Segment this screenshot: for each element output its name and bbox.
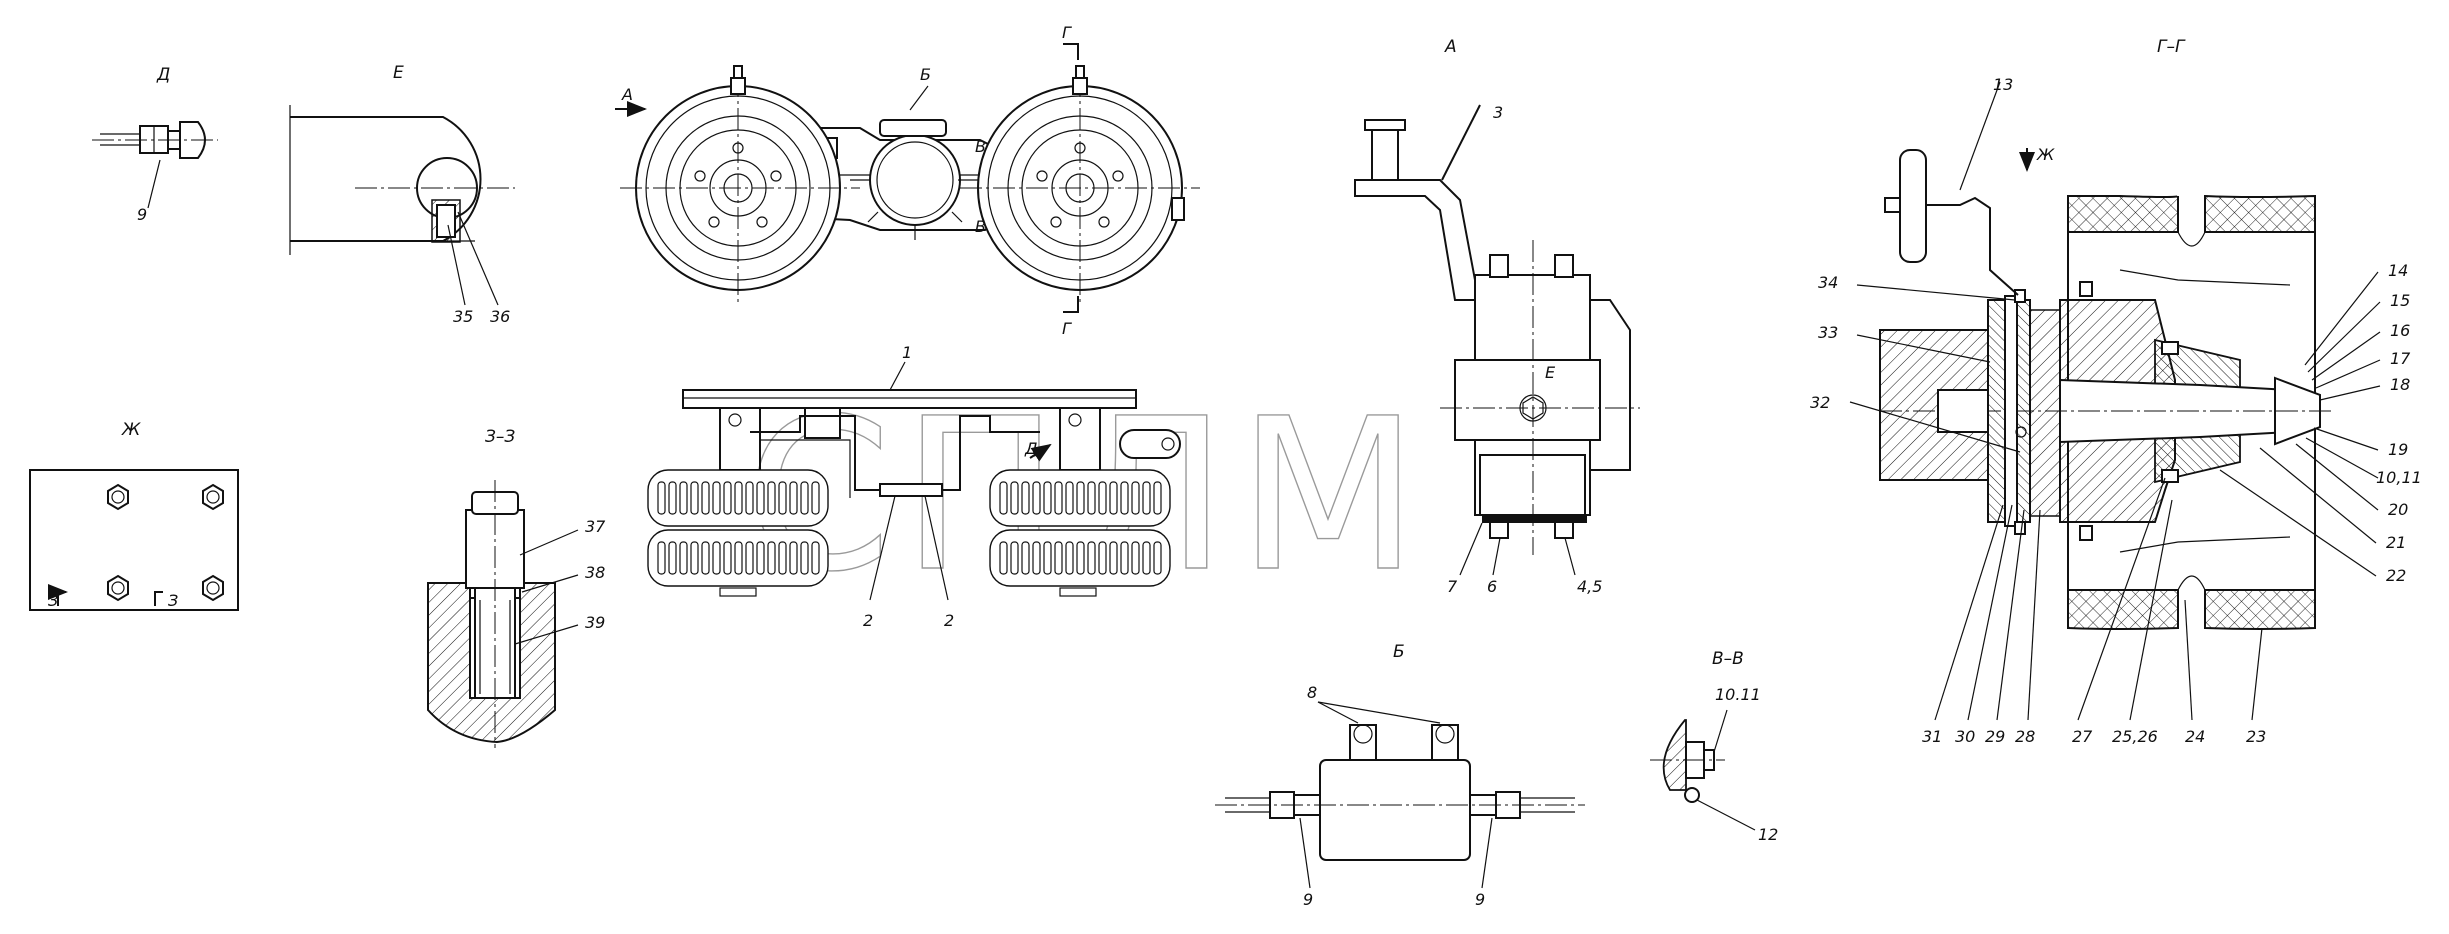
bolt-head-2: [202, 483, 224, 511]
view-e-title: Е: [393, 63, 404, 83]
view-vv-title: В–В: [1712, 649, 1744, 669]
view-zh-title: Ж: [121, 420, 141, 440]
part-label-32: 32: [1810, 393, 1830, 412]
part-label-39: 39: [585, 613, 605, 632]
part-label-33: 33: [1818, 323, 1838, 342]
part-label-24: 24: [2185, 727, 2205, 746]
part-label-25-26: 25,26: [2112, 727, 2158, 746]
front-view-tyre: [647, 469, 829, 527]
callout-b-label: Б: [920, 65, 931, 84]
callout-e-label: Е: [1545, 363, 1556, 382]
bolt-head-4: [202, 574, 224, 602]
front-view-axle-stub: [1059, 587, 1097, 597]
section-v-top-label: В: [975, 137, 986, 156]
view-arrow-zh-label: Ж: [2036, 145, 2055, 164]
front-view-wheels: [647, 469, 1171, 597]
part-label-10-11-section-gg: 10,11: [2376, 468, 2422, 487]
part-label-15: 15: [2390, 291, 2410, 310]
view-zh-bolt-plate: Ж З З: [29, 420, 239, 611]
section-g-bottom-label: Г: [1062, 319, 1072, 338]
part-label-28: 28: [2015, 727, 2035, 746]
part-label-36: 36: [490, 307, 510, 326]
part-label-18: 18: [2390, 375, 2410, 394]
view-b-valve-block: Б 8 9 9: [1215, 642, 1585, 909]
part-label-27: 27: [2072, 727, 2093, 746]
section-marker-z-left: З: [48, 591, 58, 610]
view-a-bracket: А 3 Е 7 6 4,5: [1354, 37, 1640, 596]
bolt-head-3: [107, 574, 129, 602]
section-marker-z-right: З: [168, 591, 178, 610]
front-view-axle-stub: [719, 587, 757, 597]
view-z3-section: З–З 37 38 39: [427, 427, 606, 748]
part-label-12: 12: [1758, 825, 1778, 844]
part-label-30: 30: [1955, 727, 1975, 746]
view-a-title: А: [1444, 37, 1457, 57]
view-z3-title: З–З: [485, 427, 515, 447]
part-label-23: 23: [2246, 727, 2266, 746]
part-label-34: 34: [1818, 273, 1838, 292]
part-label-9-left: 9: [1303, 890, 1313, 909]
view-d-title: Д: [156, 65, 170, 85]
front-view-tyre: [647, 529, 829, 587]
part-label-37: 37: [585, 517, 606, 536]
part-label-2-right: 2: [944, 611, 954, 630]
part-label-9-view-d: 9: [137, 205, 147, 224]
view-e-detail: Е 35 36: [289, 63, 515, 326]
section-gg-title: Г–Г: [2157, 37, 2186, 57]
section-g-top-label: Г: [1062, 23, 1072, 42]
part-label-9-right: 9: [1475, 890, 1485, 909]
part-label-3: 3: [1493, 103, 1503, 122]
bolt-head-1: [107, 483, 129, 511]
part-label-10-11-view-vv: 10.11: [1715, 685, 1761, 704]
part-label-14: 14: [2388, 261, 2408, 280]
top-view-wheel-right: [960, 65, 1200, 302]
front-view-tyre: [989, 469, 1171, 527]
part-label-4-5: 4,5: [1577, 577, 1602, 596]
view-vv-section: В–В 10.11 12: [1650, 649, 1778, 844]
section-gg-wheel-hub: Г–Г Ж: [1810, 37, 2422, 746]
part-label-35: 35: [453, 307, 473, 326]
view-d-grease-fitting: Д 9: [92, 65, 218, 224]
part-label-13: 13: [1993, 75, 2013, 94]
part-label-16: 16: [2390, 321, 2410, 340]
part-label-31: 31: [1922, 727, 1942, 746]
part-label-17: 17: [2390, 349, 2411, 368]
section-v-bottom-label: В: [975, 217, 986, 236]
part-label-6: 6: [1487, 577, 1497, 596]
part-label-8: 8: [1307, 683, 1317, 702]
part-label-20: 20: [2388, 500, 2408, 519]
part-label-2-left: 2: [863, 611, 873, 630]
view-arrow-a-label: А: [621, 85, 633, 104]
top-view-bogie: А Б Г Г В В: [615, 23, 1200, 338]
front-view-bogie: 1 Д 2 2: [682, 343, 1181, 630]
part-label-22: 22: [2386, 566, 2406, 585]
front-view-tyre: [989, 529, 1171, 587]
part-label-7: 7: [1447, 577, 1458, 596]
top-view-wheel-left: [620, 65, 860, 302]
part-label-1: 1: [902, 343, 912, 362]
part-label-21: 21: [2386, 533, 2406, 552]
part-label-29: 29: [1985, 727, 2005, 746]
view-b-title: Б: [1393, 642, 1405, 662]
part-label-38: 38: [585, 563, 605, 582]
part-label-19: 19: [2388, 440, 2408, 459]
